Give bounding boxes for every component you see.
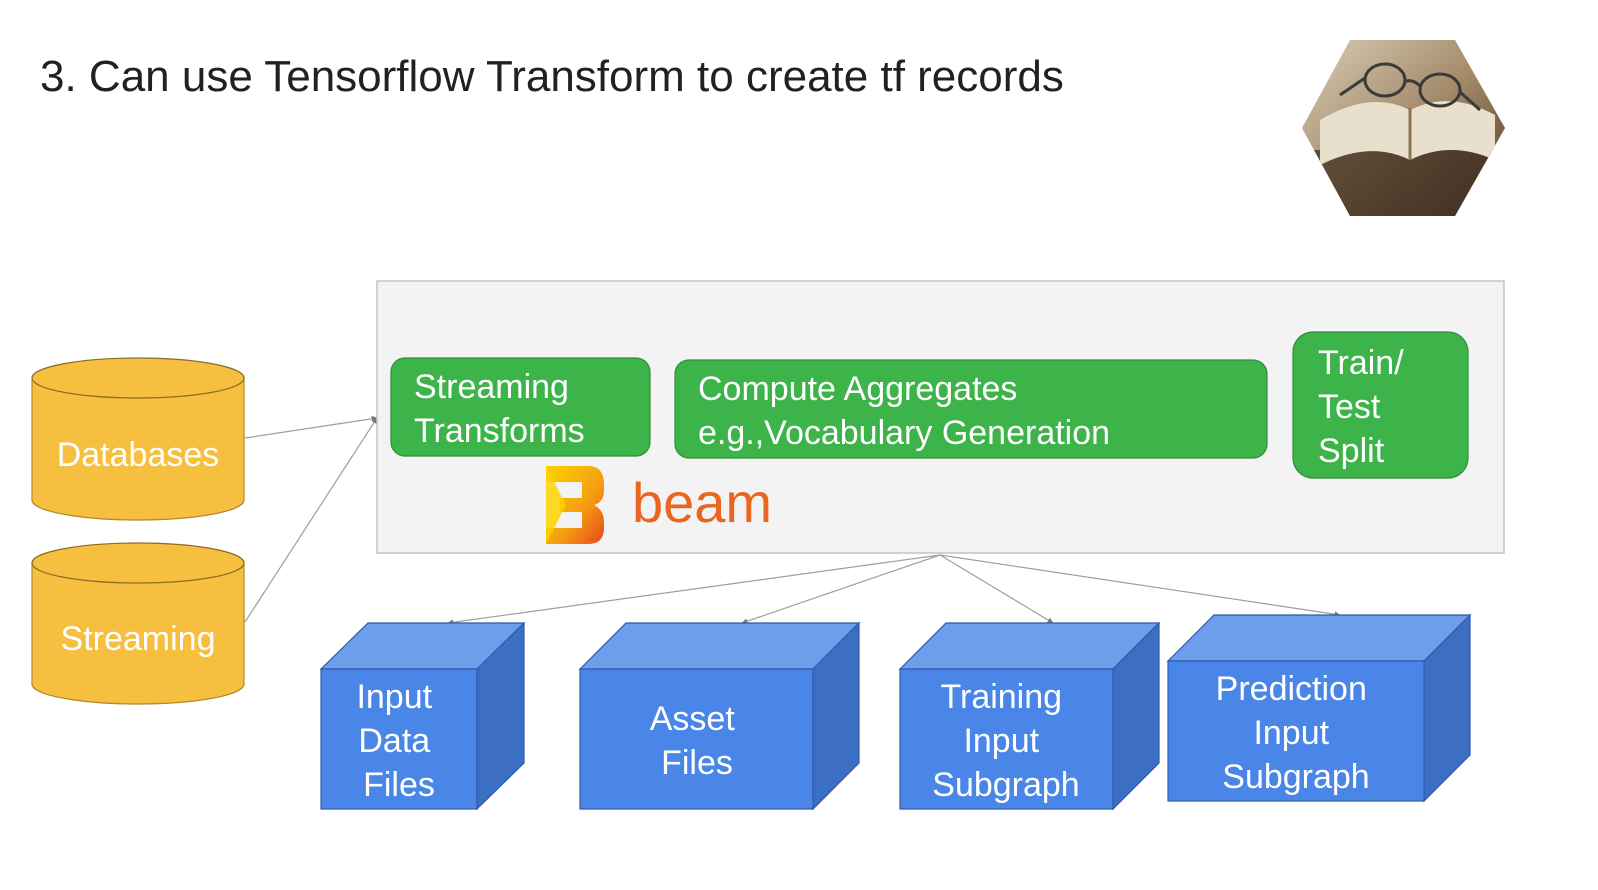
svg-text:Train/ Test Split: Train/ Test Split [1318,344,1413,470]
output-2-line-2: Files [661,744,733,782]
output-1-line-1: Input [356,678,432,716]
step-train-test-split: Train/ Test Split [1292,331,1469,479]
step-streaming-transforms: Streaming Transforms [390,357,651,457]
output-input-data-files: Input Data Files [319,621,526,811]
arrow-streaming-to-pipeline [244,417,378,623]
beam-wordmark: beam [632,471,772,534]
output-4-line-1: Prediction [1216,670,1367,708]
book-glasses-image [1302,40,1505,216]
arrow-databases-to-pipeline [244,415,378,439]
source-databases: Databases [31,357,245,521]
svg-text:Streaming Transforms: Streaming Transforms [414,368,585,450]
output-4-line-2: Input [1253,714,1329,752]
step-3-line-1: Train/ [1318,344,1404,382]
step-2-line-1: Compute Aggregates [698,370,1017,408]
output-3-line-2: Input [963,722,1039,760]
arrow-pipeline-to-output-1 [447,554,941,626]
output-3-line-1: Training [940,678,1062,716]
output-1-line-2: Data [358,722,430,760]
source-streaming: Streaming [31,542,245,705]
svg-text:Prediction Input S: Prediction Input Subgraph [1216,670,1377,796]
arrow-pipeline-to-output-4 [939,554,1341,618]
step-compute-aggregates: Compute Aggregates e.g.,Vocabulary Gener… [674,359,1268,459]
svg-text:Training Input Sub: Training Input Subgraph [932,678,1079,804]
svg-text:Asset Files: Asset Files [650,700,745,782]
svg-text:Compute Aggregates e.g.,: Compute Aggregates e.g.,Vocabulary Gener… [698,370,1110,452]
output-prediction-input-subgraph: Prediction Input Subgraph [1166,613,1472,803]
source-label-databases: Databases [57,436,220,474]
apache-beam-logo: beam [546,466,772,544]
arrow-pipeline-to-output-2 [741,554,941,625]
output-4-line-3: Subgraph [1222,758,1369,796]
source-label-streaming: Streaming [61,620,216,658]
arrow-pipeline-to-output-3 [939,554,1054,624]
step-3-line-3: Split [1318,432,1385,470]
output-training-input-subgraph: Training Input Subgraph [898,621,1161,811]
step-3-line-2: Test [1318,388,1381,426]
output-2-line-1: Asset [650,700,736,738]
output-3-line-3: Subgraph [932,766,1079,804]
svg-text:Input Data Files: Input Data Files [356,678,441,804]
step-1-line-2: Transforms [414,412,585,450]
output-asset-files: Asset Files [578,621,861,811]
step-2-line-2: e.g.,Vocabulary Generation [698,414,1110,452]
step-1-line-1: Streaming [414,368,569,406]
output-1-line-3: Files [363,766,435,804]
slide-title: 3. Can use Tensorflow Transform to creat… [40,52,1064,101]
